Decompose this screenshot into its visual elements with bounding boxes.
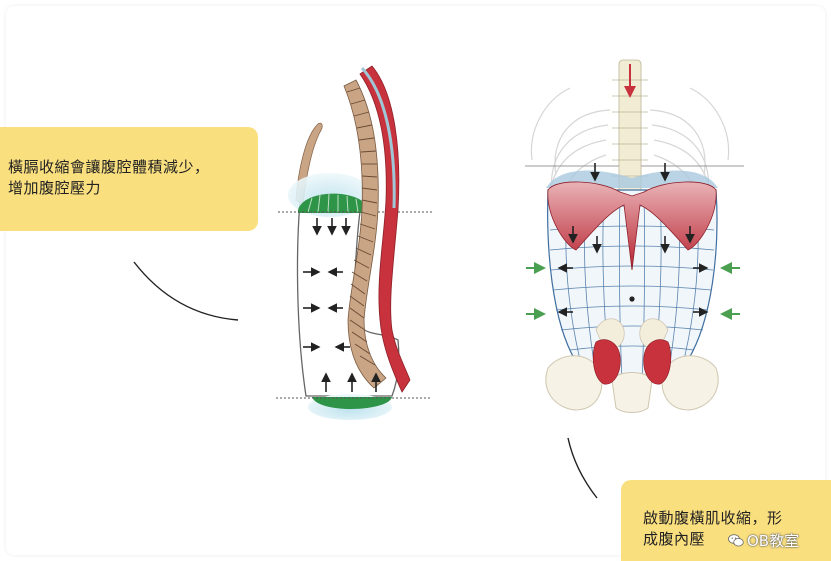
- transversus-callout: 啟動腹橫肌收縮，形 成腹內壓: [621, 480, 831, 561]
- left-connector-line: [134, 262, 238, 320]
- watermark-text: OB教室: [747, 532, 799, 550]
- watermark: OB教室: [728, 530, 799, 551]
- right-pelvic-muscle: [644, 340, 671, 385]
- right-connector-line: [568, 438, 597, 498]
- left-pelvic-muscle: [593, 340, 620, 385]
- diaphragm-callout-line-1: 橫膈收縮會讓腹腔體積減少，: [8, 157, 248, 178]
- transversus-callout-line-1: 啟動腹橫肌收縮，形: [643, 508, 825, 529]
- center-point: [629, 296, 634, 301]
- frontal-torso-diagram: [525, 60, 744, 413]
- diaphragm-callout-line-2: 增加腹腔壓力: [8, 178, 248, 199]
- sagittal-abdomen-diagram: [276, 66, 432, 420]
- wechat-icon: [728, 534, 744, 547]
- diaphragm-callout: 橫膈收縮會讓腹腔體積減少， 增加腹腔壓力: [0, 127, 258, 231]
